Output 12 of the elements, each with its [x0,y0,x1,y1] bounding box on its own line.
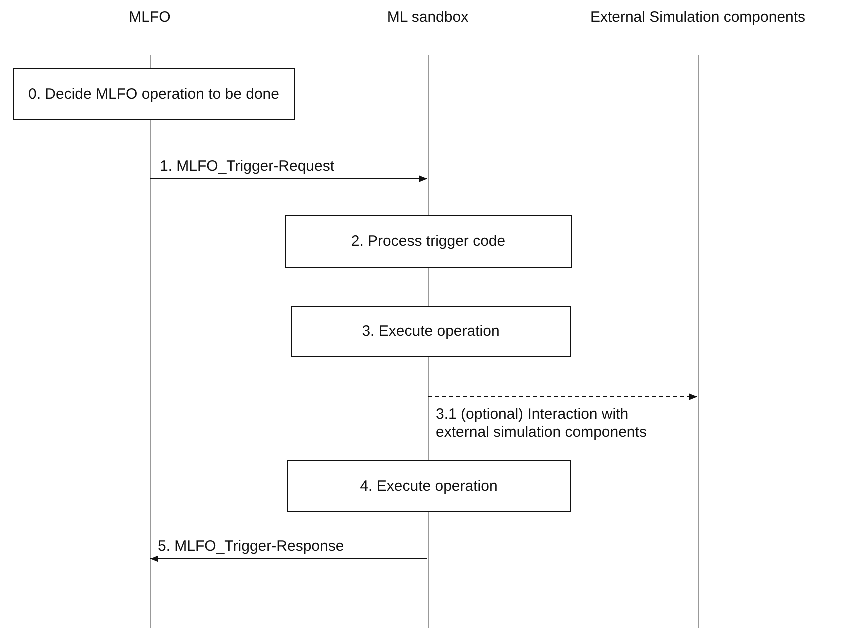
activity-box: 2. Process trigger code [285,215,572,268]
activity-box: 4. Execute operation [287,460,571,512]
participant-name: ML sandbox [386,8,470,28]
participant-name: MLFO [128,8,172,28]
dashed-arrow [428,394,698,400]
activity-box: 0. Decide MLFO operation to be done [13,68,295,120]
arrow [150,556,428,562]
activity-box: 3. Execute operation [291,306,571,357]
edge-label: 1. MLFO_Trigger-Request [160,158,335,176]
arrow [150,176,428,182]
participant-name: External Simulation components [589,8,807,28]
edge-label: 5. MLFO_Trigger-Response [158,538,344,556]
